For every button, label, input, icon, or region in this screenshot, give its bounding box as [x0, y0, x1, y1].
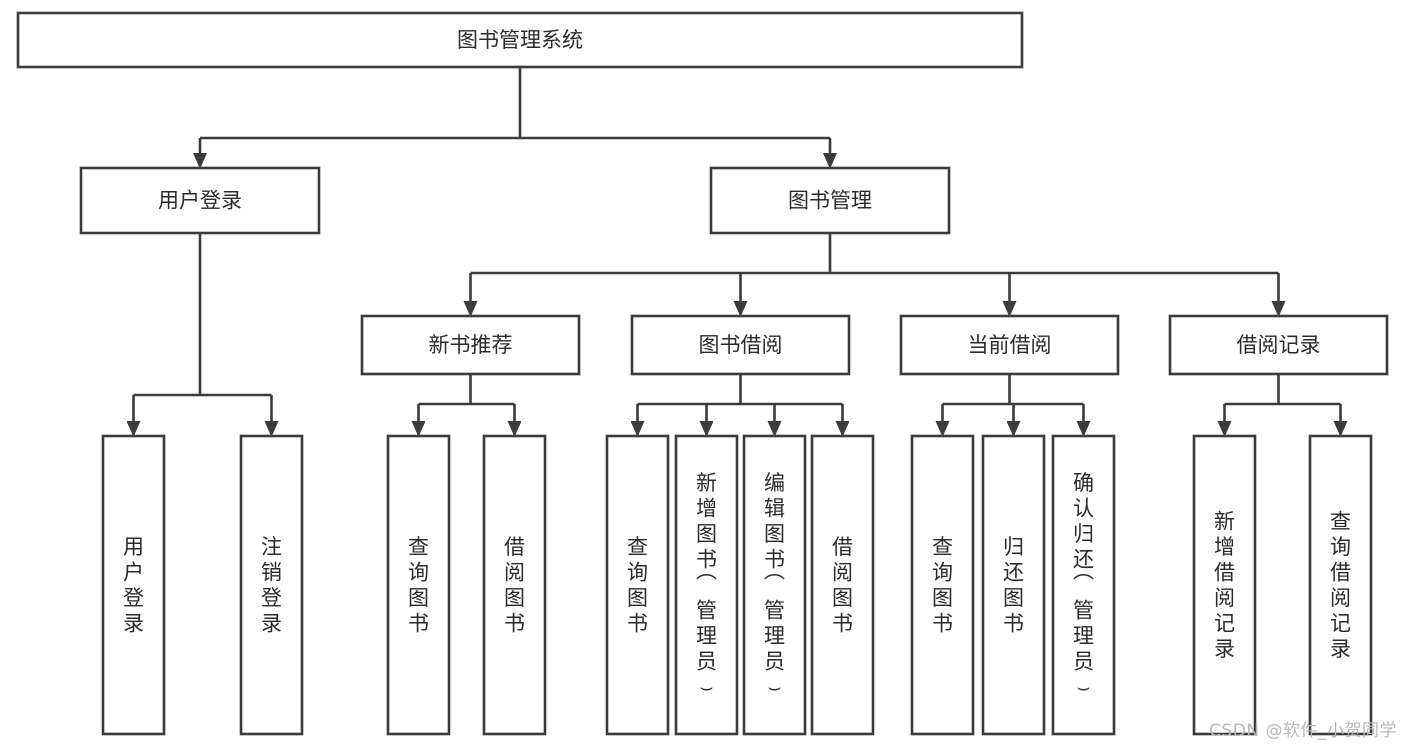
node-label: 新书推荐: [429, 333, 513, 357]
node-label: 注销登录: [261, 535, 282, 636]
node-l1_book[interactable]: 图书管理: [709, 166, 951, 235]
node-l2_record[interactable]: 借阅记录: [1168, 314, 1389, 376]
node-l3_e1[interactable]: 新增借阅记录: [1192, 434, 1257, 736]
arrowhead-icon: [699, 421, 714, 437]
node-box: [386, 434, 451, 736]
node-l1_user[interactable]: 用户登录: [79, 166, 321, 235]
node-l3_c4[interactable]: 借阅图书: [810, 434, 875, 736]
arrowhead-icon: [935, 421, 950, 437]
arrowhead-icon: [823, 153, 837, 169]
node-box: [810, 434, 875, 736]
node-l3_d1[interactable]: 查询图书: [910, 434, 975, 736]
node-label: 查询图书: [408, 535, 429, 636]
node-l3_a2[interactable]: 注销登录: [239, 434, 304, 736]
node-label: 当前借阅: [968, 333, 1052, 357]
node-l3_a1[interactable]: 用户登录: [101, 434, 166, 736]
node-l3_c1[interactable]: 查询图书: [605, 434, 670, 736]
arrowhead-icon: [463, 301, 478, 317]
arrowhead-icon: [1217, 421, 1232, 437]
node-label: 图书管理: [788, 189, 872, 213]
node-l3_b1[interactable]: 查询图书: [386, 434, 451, 736]
node-l3_b2[interactable]: 借阅图书: [482, 434, 547, 736]
node-l2_new[interactable]: 新书推荐: [360, 314, 581, 376]
node-label: 新增借阅记录: [1214, 509, 1235, 661]
arrowhead-icon: [767, 421, 782, 437]
node-layer: 图书管理系统用户登录图书管理新书推荐图书借阅当前借阅借阅记录用户登录注销登录查询…: [16, 11, 1389, 736]
node-box: [742, 434, 807, 736]
arrowhead-icon: [1002, 301, 1017, 317]
arrowhead-icon: [193, 153, 207, 169]
node-label: 图书借阅: [699, 333, 783, 357]
arrowhead-icon: [1333, 421, 1348, 437]
arrowhead-icon: [1271, 301, 1286, 317]
node-box: [1168, 314, 1389, 376]
node-label: 编辑图书⌒管理员⌣: [764, 471, 785, 699]
arrowhead-icon: [1076, 421, 1091, 437]
node-box: [674, 434, 739, 736]
node-box: [239, 434, 304, 736]
node-box: [981, 434, 1046, 736]
node-l3_d3[interactable]: 确认归还⌒管理员⌣: [1051, 434, 1116, 736]
node-label: 查询借阅记录: [1330, 509, 1351, 661]
node-l3_d2[interactable]: 归还图书: [981, 434, 1046, 736]
node-box: [605, 434, 670, 736]
arrowhead-icon: [733, 301, 748, 317]
node-box: [16, 11, 1024, 69]
node-box: [630, 314, 851, 376]
node-root[interactable]: 图书管理系统: [16, 11, 1024, 69]
node-box: [1051, 434, 1116, 736]
arrowhead-icon: [126, 421, 141, 437]
node-box: [482, 434, 547, 736]
arrowhead-icon: [264, 421, 279, 437]
node-box: [101, 434, 166, 736]
arrowhead-icon: [835, 421, 850, 437]
node-label: 图书管理系统: [457, 28, 583, 52]
node-l3_c3[interactable]: 编辑图书⌒管理员⌣: [742, 434, 807, 736]
node-label: 新增图书⌒管理员⌣: [696, 471, 717, 699]
node-label: 用户登录: [123, 535, 144, 636]
edge-layer: [126, 67, 1348, 437]
node-l3_e2[interactable]: 查询借阅记录: [1308, 434, 1373, 736]
node-label: 用户登录: [158, 189, 242, 213]
arrowhead-icon: [411, 421, 426, 437]
node-l3_c2[interactable]: 新增图书⌒管理员⌣: [674, 434, 739, 736]
node-box: [910, 434, 975, 736]
node-box: [360, 314, 581, 376]
node-box: [1308, 434, 1373, 736]
arrowhead-icon: [630, 421, 645, 437]
node-label: 借阅记录: [1237, 333, 1321, 357]
node-label: 借阅图书: [504, 535, 525, 636]
node-box: [899, 314, 1120, 376]
node-label: 确认归还⌒管理员⌣: [1073, 471, 1094, 699]
node-box: [709, 166, 951, 235]
node-l2_borrow[interactable]: 图书借阅: [630, 314, 851, 376]
node-l2_current[interactable]: 当前借阅: [899, 314, 1120, 376]
node-label: 借阅图书: [832, 535, 853, 636]
node-label: 查询图书: [932, 535, 953, 636]
arrowhead-icon: [507, 421, 522, 437]
node-box: [79, 166, 321, 235]
node-label: 归还图书: [1003, 535, 1024, 636]
node-box: [1192, 434, 1257, 736]
node-label: 查询图书: [627, 535, 648, 636]
arrowhead-icon: [1006, 421, 1021, 437]
